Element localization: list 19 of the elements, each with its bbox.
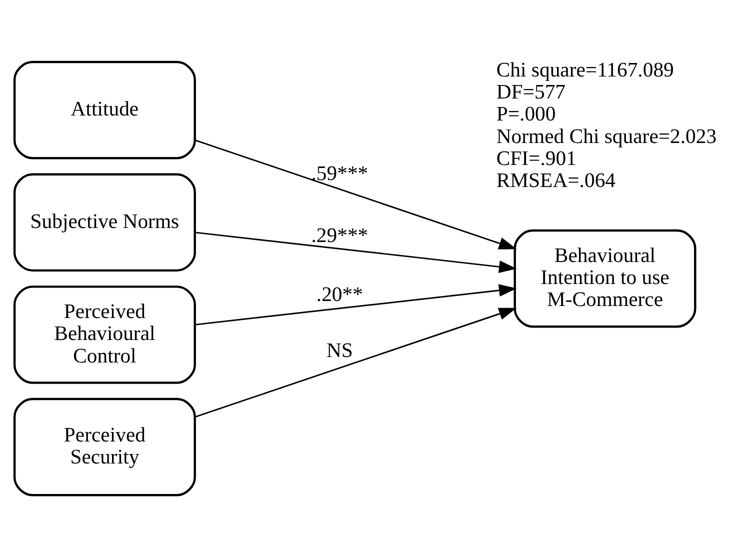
node-box: Attitude [13, 60, 196, 160]
node-box: Perceived Behavioural Control [13, 286, 196, 384]
node-box: Behavioural Intention to use M-Commerce [514, 229, 696, 328]
edge-label: NS [326, 340, 353, 362]
label: Normed Chi square=2.023 [496, 126, 717, 148]
label: Chi square=1167.089 [496, 59, 674, 82]
label: CFI=.901 [496, 148, 576, 170]
label: RMSEA=.064 [496, 170, 616, 192]
arrow [195, 232, 517, 273]
edge-label: .59*** [311, 162, 368, 185]
label: DF=577 [496, 82, 566, 104]
node-box: Subjective Norms [13, 173, 196, 272]
edge-label: .20** [316, 284, 363, 306]
node-box: Perceived Security [13, 398, 196, 496]
arrow [194, 140, 517, 250]
edge-label: .29*** [311, 224, 368, 247]
arrow [195, 284, 517, 326]
label: P=.000 [496, 104, 556, 126]
arrow [194, 308, 517, 418]
